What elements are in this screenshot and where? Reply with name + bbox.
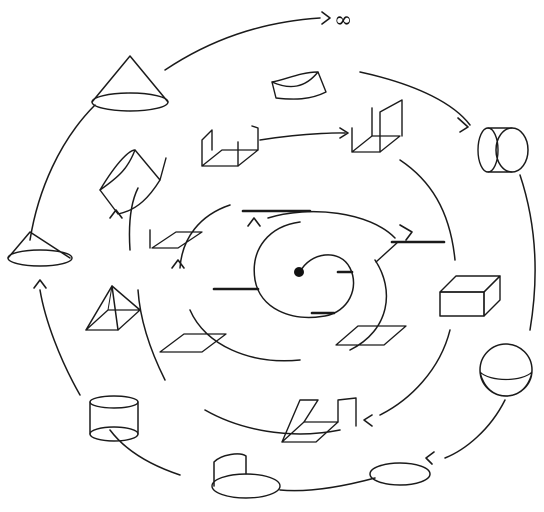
sphere [480, 344, 532, 396]
half-cylinder [212, 454, 280, 498]
disk [370, 463, 430, 485]
cube-box [440, 276, 500, 316]
line-segment-right [376, 242, 444, 262]
spiral-path [30, 12, 535, 491]
cylinder-sideways [478, 128, 528, 172]
folded-plane-top [352, 100, 402, 152]
plane-left [150, 230, 202, 248]
infinity-label: ∞ [334, 8, 352, 33]
center-point [294, 267, 304, 277]
box-open-top [202, 126, 258, 166]
curved-sheet-top [272, 72, 326, 99]
folded-plane-bottom [282, 398, 356, 442]
plane-bottom-left [160, 334, 226, 352]
pyramid [86, 286, 140, 330]
cone [92, 56, 168, 111]
cone-flat [8, 232, 72, 266]
